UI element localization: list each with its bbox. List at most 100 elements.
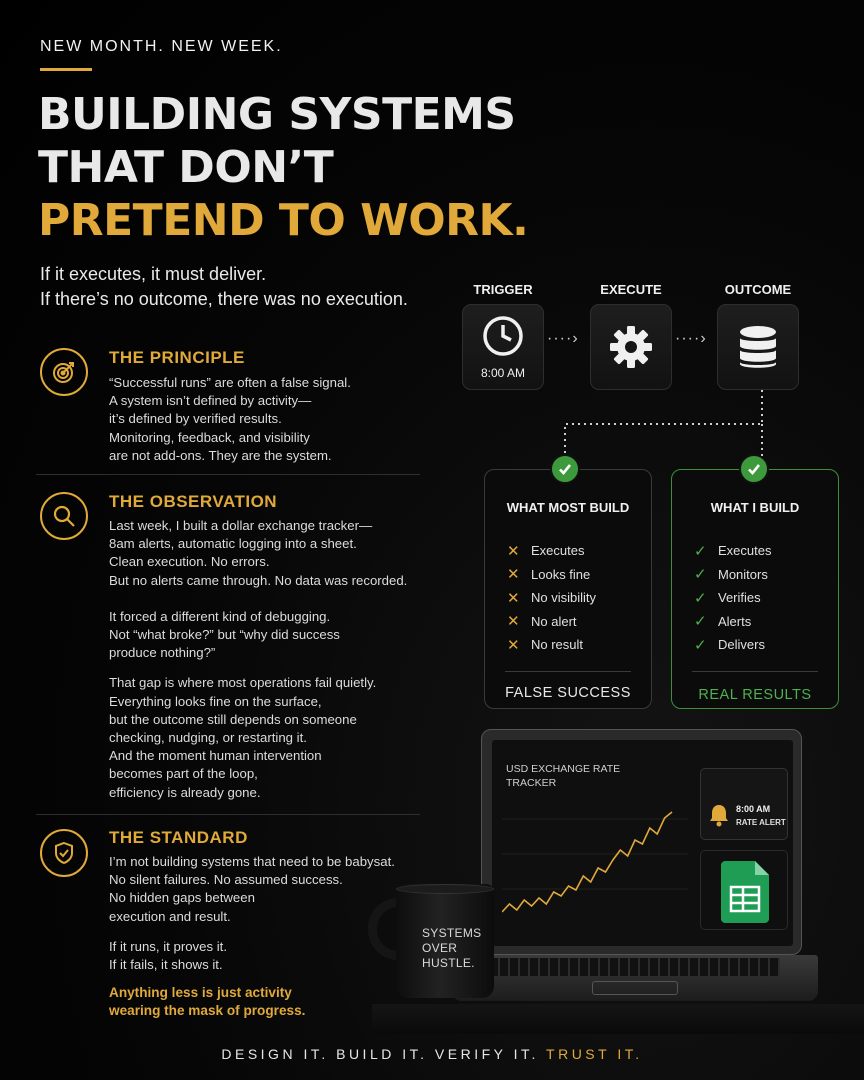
mug-rim xyxy=(396,884,494,894)
text-line: If it fails, it shows it. xyxy=(109,957,223,973)
execute-box xyxy=(590,304,672,390)
footer-accent: TRUST IT. xyxy=(546,1046,643,1062)
card-footer: REAL RESULTS xyxy=(698,686,812,703)
flow-label-execute: EXECUTE xyxy=(600,282,662,297)
text-line: I’m not building systems that need to be… xyxy=(109,854,395,869)
alert-label: RATE ALERT xyxy=(736,818,786,827)
cross-icon: ✕ xyxy=(507,566,520,584)
card-what-i-build: WHAT I BUILD ✓ Executes ✓ Monitors ✓ Verifi… xyxy=(671,469,839,709)
card-title: WHAT I BUILD xyxy=(710,500,800,515)
text-line: No hidden gaps between xyxy=(109,890,255,906)
principle-title: THE PRINCIPLE xyxy=(109,348,245,367)
text-line: “Successful runs” are often a false sign… xyxy=(109,375,351,390)
check-icon: ✓ xyxy=(694,589,707,607)
principle-body: “Successful runs” are often a false sign… xyxy=(109,374,439,465)
text-line: A system isn’t defined by activity— xyxy=(109,393,312,409)
card-divider xyxy=(505,670,631,672)
check-icon: ✓ xyxy=(694,566,707,584)
section-divider xyxy=(36,814,420,815)
tracker-chart xyxy=(502,811,688,913)
item-label: Monitors xyxy=(718,566,768,582)
section-divider xyxy=(36,474,420,475)
headline-line-2: THAT DON’T xyxy=(38,142,334,193)
kicker-rule xyxy=(40,68,92,71)
text-line: execution and result. xyxy=(109,908,231,924)
subheading-line-1: If it executes, it must deliver. xyxy=(40,264,267,284)
target-icon xyxy=(40,348,88,396)
gear-icon xyxy=(610,326,652,368)
card-title: WHAT MOST BUILD xyxy=(506,500,630,515)
card-what-most-build: WHAT MOST BUILD ✕Executes ✕Looks fine ✕ N… xyxy=(484,469,652,709)
shield-check-icon xyxy=(40,829,88,877)
mug-handle xyxy=(368,898,404,960)
item-label: Verifies xyxy=(718,590,761,606)
standard-body: I’m not building systems that need to be… xyxy=(109,853,439,1021)
bell-icon xyxy=(710,805,728,827)
list-item: ✕Executes xyxy=(507,539,651,563)
outcome-box xyxy=(717,304,799,390)
item-label: No alert xyxy=(531,613,577,629)
list-item: ✓ Verifies xyxy=(694,586,838,610)
card-divider xyxy=(692,670,818,672)
item-label: Executes xyxy=(718,543,772,559)
check-icon: ✓ xyxy=(694,636,707,654)
check-badge-icon xyxy=(550,454,580,484)
list-item: ✓Alerts xyxy=(694,610,838,634)
text-line: That gap is where most operations fail q… xyxy=(109,675,377,691)
trigger-box: 8:00 AM xyxy=(462,304,544,390)
text-line: becomes part of the loop, xyxy=(109,766,258,782)
cross-icon: ✕ xyxy=(507,589,520,607)
clock-icon xyxy=(483,316,523,356)
tracker-title-line: USD EXCHANGE RATE xyxy=(506,763,621,775)
subheading: If it executes, it must deliver. If ther… xyxy=(40,262,408,312)
tracker-title-line: TRACKER xyxy=(506,777,557,789)
chart-series-line xyxy=(502,811,673,913)
text-line: If it runs, it proves it. xyxy=(109,938,227,954)
highlight-line: wearing the mask of progress. xyxy=(109,1003,306,1019)
card-list: ✓Executes ✓Monitors ✓Verifies ✓Alerts ✓D… xyxy=(694,539,838,657)
cross-icon: ✕ xyxy=(507,636,520,654)
list-item: ✕Looks fine xyxy=(507,563,651,587)
text-line: It forced a different kind of debugging. xyxy=(109,608,331,624)
text-line: 8am alerts, automatic logging into a she… xyxy=(109,536,357,552)
item-label: Alerts xyxy=(718,613,752,629)
alert-time: 8:00 AM xyxy=(736,804,771,814)
observation-body: Last week, I built a dollar exchange tra… xyxy=(109,517,439,802)
text-line: produce nothing?” xyxy=(109,645,216,661)
text-line: But no alerts came through. No data was … xyxy=(109,572,408,588)
text-line: No silent failures. No assumed success. xyxy=(109,872,343,888)
sheet-panel xyxy=(700,850,788,930)
subheading-line-2: If there’s no outcome, there was no exec… xyxy=(40,289,408,309)
mug-text-line: SYSTEMS xyxy=(422,926,482,940)
card-list: ✕Executes ✕Looks fine ✕ No visibility ✕ No… xyxy=(507,539,651,657)
card-footer: FALSE SUCCESS xyxy=(505,684,631,701)
tracker-title: USD EXCHANGE RATE TRACKER xyxy=(506,762,620,790)
flow-arrow: ····› xyxy=(547,330,579,347)
list-item: ✓ Monitors xyxy=(694,563,838,587)
item-label: Delivers xyxy=(718,637,765,653)
list-item: ✓ Delivers xyxy=(694,633,838,657)
headline: BUILDING SYSTEMS THAT DON’T PRETEND TO W… xyxy=(38,88,558,247)
mug: SYSTEMS OVER HUSTLE. xyxy=(396,884,494,998)
check-badge-icon xyxy=(739,454,769,484)
cross-icon: ✕ xyxy=(507,613,520,631)
text-line: checking, nudging, or restarting it. xyxy=(109,730,307,746)
standard-title: THE STANDARD xyxy=(109,828,248,847)
text-line: but the outcome still depends on someone xyxy=(109,711,357,727)
laptop-base xyxy=(452,955,818,1001)
laptop-screen: USD EXCHANGE RATE TRACKER 8:00 AM RATE A… xyxy=(492,740,793,946)
mug-text-line: OVER xyxy=(422,941,458,955)
text-line: And the moment human intervention xyxy=(109,748,322,764)
item-label: No result xyxy=(531,637,584,653)
text-line: it’s defined by verified results. xyxy=(109,411,282,427)
trigger-time: 8:00 AM xyxy=(480,366,526,380)
item-label: No visibility xyxy=(531,590,597,606)
text-line: Clean execution. No errors. xyxy=(109,554,270,570)
observation-title: THE OBSERVATION xyxy=(109,492,278,511)
list-item: ✕ No alert xyxy=(507,610,651,634)
trackpad xyxy=(592,981,678,995)
text-line: Monitoring, feedback, and visibility xyxy=(109,429,310,445)
spreadsheet-icon xyxy=(721,861,769,923)
cross-icon: ✕ xyxy=(507,542,520,560)
flow-label-trigger: TRIGGER xyxy=(473,282,533,297)
